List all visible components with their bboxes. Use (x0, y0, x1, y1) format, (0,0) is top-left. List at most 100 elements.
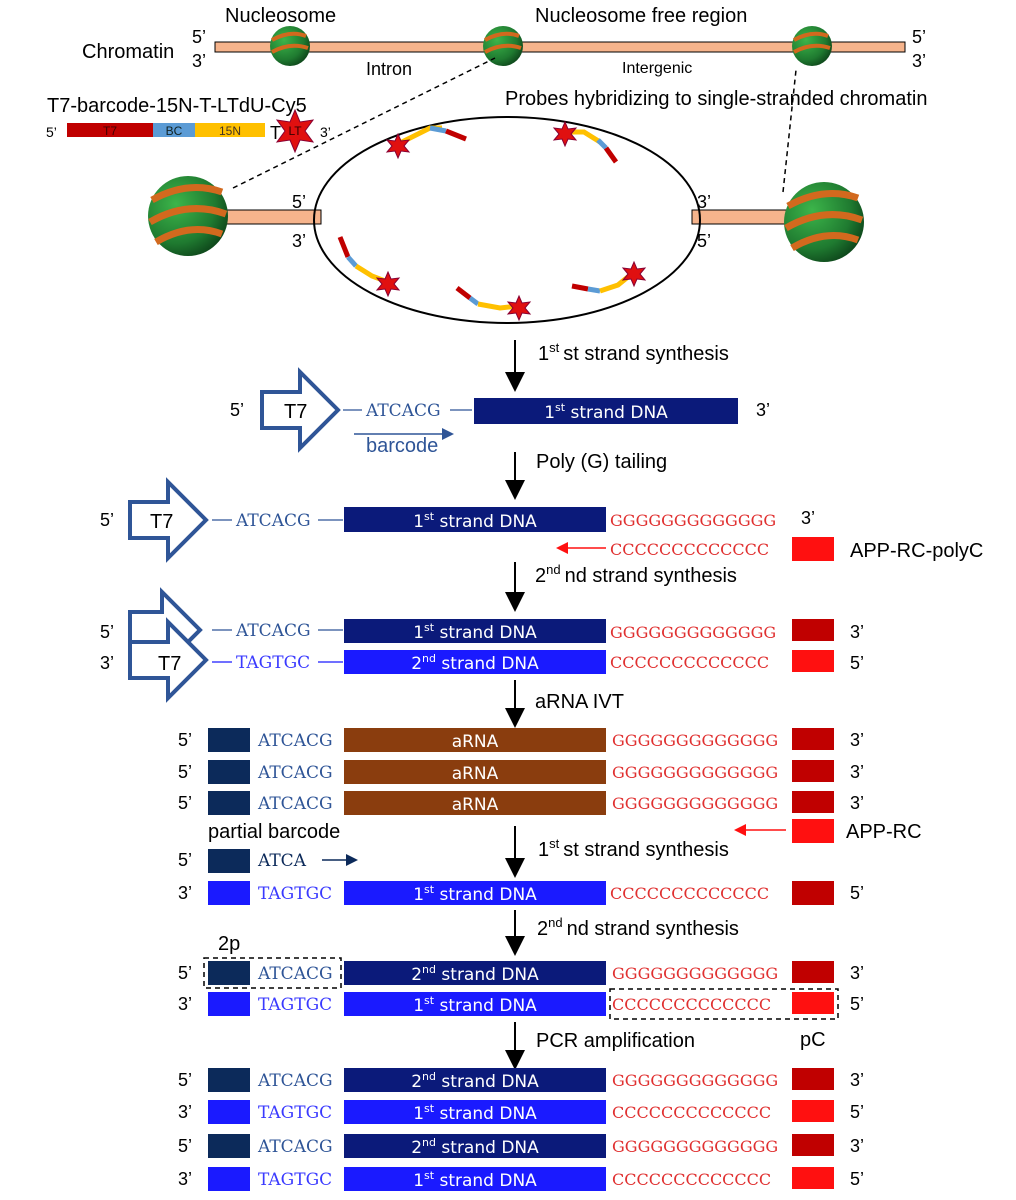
row-e-dna-num: 1 (413, 885, 424, 905)
row-a-dna-text: strand DNA (565, 403, 668, 423)
step-1st-text-b: st strand synthesis (563, 839, 729, 861)
row-1st-strand-product: 5’ T7 ATCACG 1st strand DNA 3’ barcode (230, 367, 770, 457)
probe-schematic: T7-barcode-15N-T-LTdU-Cy5 5’ T7 BC 15N T… (46, 95, 331, 154)
pcr-tail-2: CCCCCCCCCCCCC (612, 1103, 771, 1122)
pcr-dna-1: 2nd strand DNA (411, 1070, 539, 1092)
partial-seq: ATCA (257, 851, 307, 871)
chromatin-5prime: 5’ (192, 27, 206, 47)
chromatin-strand: Chromatin 5’ 3’ 5’ 3’ Nucleosome Nucleos… (82, 5, 926, 79)
row-e-3prime: 3’ (178, 883, 192, 903)
row-a-barcode-label: barcode (366, 435, 438, 457)
arna-tail-2: GGGGGGGGGGGGG (612, 763, 778, 782)
row-e-dna-text: strand DNA (434, 885, 537, 905)
cy5-star-icon (275, 108, 315, 154)
nucleosome-label: Nucleosome (225, 5, 336, 27)
pcr-dna-3: 2nd strand DNA (411, 1136, 539, 1158)
app-rc-primer: partial barcode APP-RC 5’ ATCA (178, 819, 922, 873)
probe-seg-t7: T7 (103, 124, 117, 138)
pcr-dna-2-text: strand DNA (434, 1104, 537, 1124)
row-double-strand-t7: 5’ 3’ T7 ATCACG TAGTGC 1st strand DNA 2n… (100, 587, 864, 703)
row-b-poly-g: GGGGGGGGGGGGG (610, 511, 776, 530)
pcr-dna-2-sup: st (424, 1102, 435, 1115)
pcr-dna-1-text: strand DNA (436, 1072, 539, 1092)
row-c-right-5prime: 5’ (850, 653, 864, 673)
row-c-dna2-text: strand DNA (436, 654, 539, 674)
row-cdna-first: 3’ TAGTGC 1st strand DNA CCCCCCCCCCCCC 5… (178, 881, 864, 905)
step-1st-sup-b: st (549, 836, 560, 851)
row-c-poly-c: CCCCCCCCCCCCC (610, 653, 769, 672)
probe-name: T7-barcode-15N-T-LTdU-Cy5 (47, 95, 307, 117)
row-c-right-3prime: 3’ (850, 622, 864, 642)
ds-left-end-1: 5’ (178, 963, 192, 983)
chromatin-3prime: 3’ (192, 51, 206, 71)
pcr-bc-3: ATCACG (257, 1137, 333, 1157)
bound-probe-5 (571, 260, 647, 294)
zoom-line-left (232, 57, 496, 189)
arna-tail-1: GGGGGGGGGGGGG (612, 731, 778, 750)
pcr-dna-3-sup: nd (422, 1136, 436, 1149)
row-c-t7: T7 (158, 653, 181, 675)
pcr-tail-4: CCCCCCCCCCCCC (612, 1170, 771, 1189)
step-pcr: PCR amplification (536, 1030, 695, 1052)
row-c-2nd-dna: 2nd strand DNA (411, 652, 539, 674)
row-b-dna-text: strand DNA (434, 512, 537, 532)
pcr-right-end-3: 3’ (850, 1136, 864, 1156)
row-b-dna-sup: st (424, 510, 435, 523)
pcr-right-end-2: 5’ (850, 1102, 864, 1122)
step-2nd-text-b: nd strand synthesis (567, 918, 739, 940)
step-2nd-sup-b: nd (548, 915, 562, 930)
row-b-5prime: 5’ (100, 510, 114, 530)
ds-dna-2: 1st strand DNA (413, 994, 537, 1016)
ds-bc-2: TAGTGC (258, 995, 332, 1015)
arna-right-end-3: 3’ (850, 793, 864, 813)
arna-tail-3: GGGGGGGGGGGGG (612, 794, 778, 813)
chromatin-right-5prime: 5’ (912, 27, 926, 47)
nucleosome-small-3 (792, 26, 832, 66)
row-c-5prime: 5’ (100, 622, 114, 642)
nfr-label: Nucleosome free region (535, 5, 747, 27)
partial-barcode-label: partial barcode (208, 821, 340, 843)
row-b-barcode-seq: ATCACG (235, 511, 311, 531)
box-2p (203, 957, 342, 989)
row-a-5prime: 5’ (230, 400, 244, 420)
row-a-barcode-seq: ATCACG (365, 401, 441, 421)
row-c-barcode-rc: TAGTGC (236, 653, 310, 673)
pcr-bc-4: TAGTGC (258, 1170, 332, 1190)
pcr-dna-4-sup: st (424, 1169, 435, 1182)
label-pc: pC (800, 1029, 826, 1051)
row-a-dna-sup: st (555, 401, 566, 414)
row-e-dna-sup: st (424, 883, 435, 896)
row-b-1st-dna: 1st strand DNA (413, 510, 537, 532)
pcr-bc-2: TAGTGC (258, 1103, 332, 1123)
bound-probe-4 (455, 286, 532, 322)
step-2nd-strand-b: 2nd nd strand synthesis (537, 915, 739, 940)
ds-bc-1: ATCACG (257, 964, 333, 984)
row-poly-g: 5’ T7 ATCACG 1st strand DNA GGGGGGGGGGGG… (100, 477, 983, 563)
ds-dna-2-text: strand DNA (434, 996, 537, 1016)
row-a-dna-num: 1 (544, 403, 555, 423)
row-c-dna2-num: 2 (411, 654, 422, 674)
t7-promoter-icon-b (128, 477, 209, 563)
arna-right-end-2: 3’ (850, 762, 864, 782)
pcr-dna-2: 1st strand DNA (413, 1102, 537, 1124)
pcr-dna-4-text: strand DNA (434, 1171, 537, 1191)
row-c-3prime: 3’ (100, 653, 114, 673)
pcr-dna-1-sup: nd (422, 1070, 436, 1083)
row-e-barcode-rc: TAGTGC (258, 884, 332, 904)
pcr-bc-1: ATCACG (257, 1071, 333, 1091)
probe-3prime: 3’ (320, 124, 331, 140)
step-poly-g: Poly (G) tailing (536, 451, 667, 473)
arna-arna-3: aRNA (452, 795, 499, 815)
step-1st-prefix-b: 1 (538, 839, 549, 861)
bound-probe-3 (337, 236, 401, 298)
step-2nd-prefix-b: 2 (537, 918, 548, 940)
